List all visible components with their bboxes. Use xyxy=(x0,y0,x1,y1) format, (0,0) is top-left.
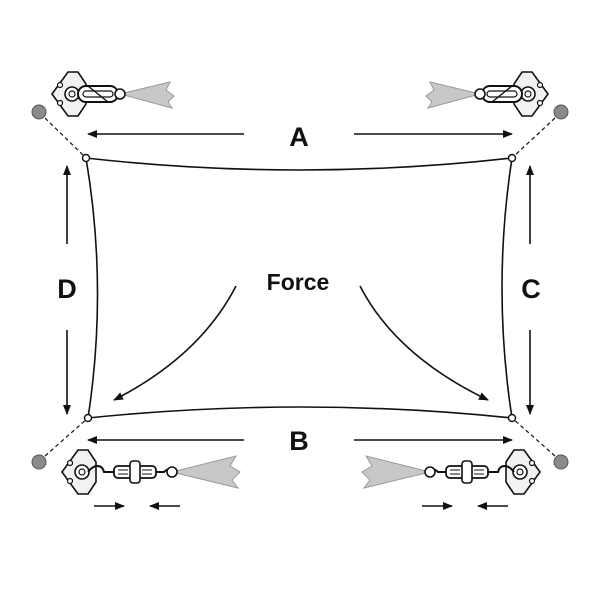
anchor-post-icon xyxy=(553,104,569,120)
dimension-arrows xyxy=(63,130,534,444)
carabiner-wall-plate-icon xyxy=(425,71,549,117)
anchor-posts xyxy=(31,104,569,470)
dimension-label-d: D xyxy=(57,274,77,304)
dimension-label-b: B xyxy=(289,426,309,456)
anchor-post-icon xyxy=(31,104,47,120)
force-arrow-left xyxy=(113,285,237,401)
dimension-label-a: A xyxy=(289,122,309,152)
force-label: Force xyxy=(267,269,330,295)
tie-lines xyxy=(44,117,556,457)
corner-rings xyxy=(81,153,517,423)
force-arrow-right xyxy=(359,285,489,401)
force-arrows xyxy=(113,285,489,401)
anchor-post-icon xyxy=(31,454,47,470)
turnbuckle-wall-plate-icon xyxy=(362,450,540,506)
turnbuckle-wall-plate-icon xyxy=(62,450,240,506)
carabiner-wall-plate-icon xyxy=(51,71,175,117)
anchor-post-icon xyxy=(553,454,569,470)
dimension-label-c: C xyxy=(521,274,541,304)
